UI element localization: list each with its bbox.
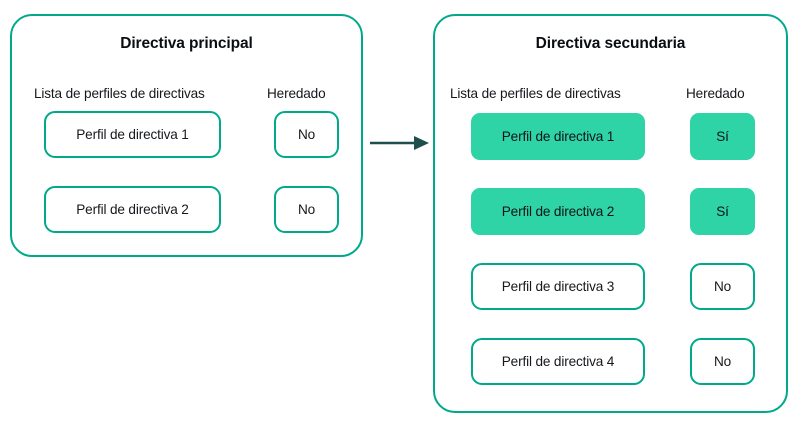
table-row: Perfil de directiva 4 No [471,338,755,385]
policy-profile-chip[interactable]: Perfil de directiva 1 [44,111,221,158]
table-row: Perfil de directiva 1 Sí [471,113,755,160]
panel-primary-rows: Perfil de directiva 1 No Perfil de direc… [12,16,361,255]
inherited-status-chip[interactable]: No [274,111,339,158]
inherited-status-chip[interactable]: No [274,186,339,233]
panel-secondary-column-headers: Lista de perfiles de directivas Heredado [435,86,786,106]
inherited-status-chip[interactable]: No [690,263,755,310]
table-row: Perfil de directiva 2 Sí [471,188,755,235]
policy-profile-chip[interactable]: Perfil de directiva 2 [471,188,645,235]
policy-profile-chip[interactable]: Perfil de directiva 3 [471,263,645,310]
panel-primary-policy: Directiva principal Lista de perfiles de… [10,14,363,257]
policy-profile-chip[interactable]: Perfil de directiva 1 [471,113,645,160]
panel-primary-title: Directiva principal [120,35,253,52]
panel-secondary-title: Directiva secundaria [535,35,686,52]
column-header-inherited: Heredado [267,86,326,101]
panel-secondary-policy: Directiva secundaria Lista de perfiles d… [433,14,788,413]
column-header-inherited: Heredado [686,86,745,101]
inherited-status-chip[interactable]: Sí [690,113,755,160]
table-row: Perfil de directiva 3 No [471,263,755,310]
inherited-status-chip[interactable]: No [690,338,755,385]
column-header-profiles: Lista de perfiles de directivas [450,86,621,101]
panel-secondary-rows: Perfil de directiva 1 Sí Perfil de direc… [435,16,786,411]
policy-profile-chip[interactable]: Perfil de directiva 2 [44,186,221,233]
panel-primary-column-headers: Lista de perfiles de directivas Heredado [12,86,361,106]
policy-profile-chip[interactable]: Perfil de directiva 4 [471,338,645,385]
inherited-status-chip[interactable]: Sí [690,188,755,235]
arrow-right-icon [370,136,429,150]
column-header-profiles: Lista de perfiles de directivas [34,86,205,101]
table-row: Perfil de directiva 2 No [44,186,339,233]
table-row: Perfil de directiva 1 No [44,111,339,158]
